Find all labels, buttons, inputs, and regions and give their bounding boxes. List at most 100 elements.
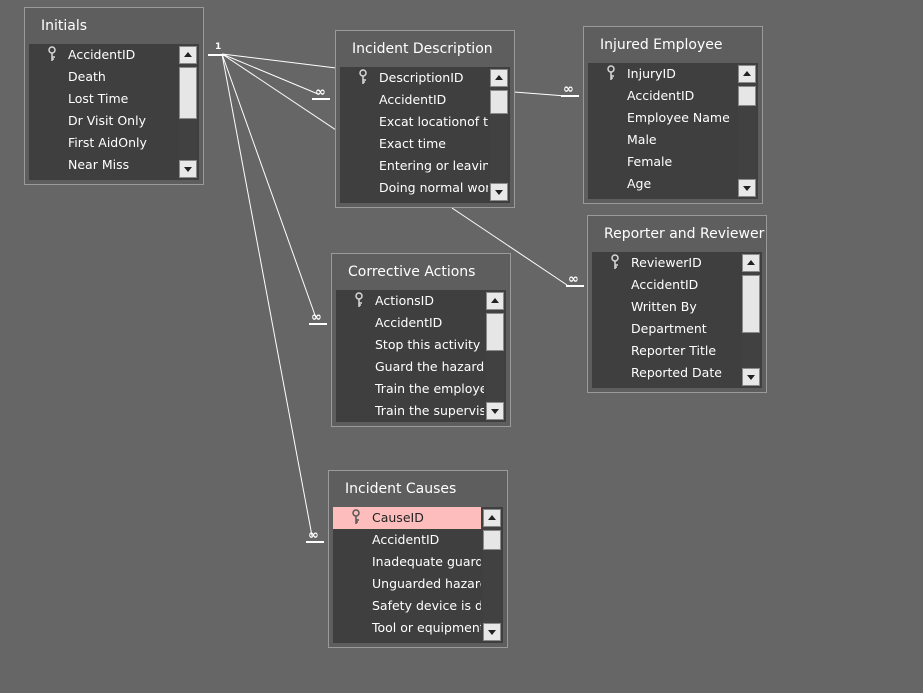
field-row[interactable]: Excat locationof the	[340, 111, 488, 133]
table-title[interactable]: Injured Employee	[600, 37, 723, 53]
field-row[interactable]: Exact time	[340, 133, 488, 155]
scroll-thumb[interactable]	[742, 275, 760, 333]
field-name: Guard the hazard	[375, 359, 484, 374]
field-row[interactable]: Entering or leaving	[340, 155, 488, 177]
scroll-up-button[interactable]	[490, 69, 508, 87]
scroll-thumb[interactable]	[179, 67, 197, 119]
field-row[interactable]: Employee Name	[588, 107, 736, 129]
table-title[interactable]: Corrective Actions	[348, 264, 476, 280]
field-row[interactable]: AccidentID	[588, 85, 736, 107]
field-row[interactable]: Reporter Title	[592, 340, 740, 362]
field-row[interactable]: Stop this activity	[336, 334, 484, 356]
field-row[interactable]: Written By	[592, 296, 740, 318]
field-row[interactable]: AccidentID	[336, 312, 484, 334]
table-title[interactable]: Reporter and Reviewer	[604, 226, 765, 242]
field-row[interactable]: Dr Visit Only	[29, 110, 177, 132]
field-row[interactable]: Doing normal work	[340, 177, 488, 199]
field-list-scrollbar[interactable]	[742, 254, 760, 386]
rel-initials-description-a[interactable]	[221, 53, 337, 69]
table-title[interactable]: Incident Description	[352, 41, 493, 57]
field-row[interactable]: Death	[29, 66, 177, 88]
field-row[interactable]: Tool or equipment	[333, 617, 481, 639]
field-row[interactable]: AccidentID	[333, 529, 481, 551]
field-list-scrollbar[interactable]	[483, 509, 501, 641]
scroll-up-button[interactable]	[483, 509, 501, 527]
field-row[interactable]: Reported Date	[592, 362, 740, 384]
field-row[interactable]: ReviewerID	[592, 252, 740, 274]
field-name: AccidentID	[68, 47, 136, 62]
field-row[interactable]: First AidOnly	[29, 132, 177, 154]
scroll-down-button[interactable]	[486, 402, 504, 420]
rel-initials-description-b[interactable]	[221, 53, 319, 95]
scroll-up-button[interactable]	[742, 254, 760, 272]
scroll-up-button[interactable]	[486, 292, 504, 310]
scroll-down-button[interactable]	[738, 179, 756, 197]
table-title[interactable]: Incident Causes	[345, 481, 457, 497]
scroll-up-button[interactable]	[179, 46, 197, 64]
field-row[interactable]: Near Miss	[29, 154, 177, 176]
field-list-scrollbar[interactable]	[179, 46, 197, 178]
field-row[interactable]: Safety device is def	[333, 595, 481, 617]
field-row[interactable]: Train the employee	[336, 378, 484, 400]
field-row[interactable]: CauseID	[333, 507, 481, 529]
key-icon	[611, 254, 619, 269]
rel-description-injured[interactable]	[513, 91, 567, 97]
field-row[interactable]: AccidentID	[29, 44, 177, 66]
table-title[interactable]: Initials	[41, 18, 88, 34]
scroll-thumb[interactable]	[490, 90, 508, 114]
field-row[interactable]: Female	[588, 151, 736, 173]
key-icon	[48, 46, 56, 61]
field-name: Department	[631, 321, 707, 336]
field-row[interactable]: AccidentID	[340, 89, 488, 111]
scroll-down-button[interactable]	[490, 183, 508, 201]
field-name: Written By	[631, 299, 697, 314]
scroll-thumb[interactable]	[486, 313, 504, 351]
field-row[interactable]: Male	[588, 129, 736, 151]
scroll-down-button[interactable]	[483, 623, 501, 641]
rel-initials-causes[interactable]	[221, 53, 313, 537]
scroll-down-button[interactable]	[742, 368, 760, 386]
field-list-scrollbar[interactable]	[738, 65, 756, 197]
many-cardinality-label: ∞	[308, 528, 319, 543]
scroll-up-arrow-icon	[495, 75, 503, 80]
field-name: ActionsID	[375, 293, 434, 308]
scroll-thumb[interactable]	[738, 86, 756, 106]
field-name: Death	[68, 69, 106, 84]
field-row[interactable]: Department	[592, 318, 740, 340]
many-cardinality-bar	[306, 541, 324, 543]
field-list-scrollbar[interactable]	[486, 292, 504, 420]
field-name: Inadequate guard	[372, 554, 481, 569]
field-row[interactable]: Inadequate guard	[333, 551, 481, 573]
field-list-scrollbar[interactable]	[490, 69, 508, 201]
scroll-up-button[interactable]	[738, 65, 756, 83]
scroll-down-button[interactable]	[179, 160, 197, 178]
rel-initials-corrective[interactable]	[221, 53, 317, 319]
field-row[interactable]: Train the superviso	[336, 400, 484, 422]
field-row[interactable]: Guard the hazard	[336, 356, 484, 378]
field-name: Safety device is def	[372, 598, 481, 613]
field-row[interactable]: Unguarded hazard	[333, 573, 481, 595]
field-row[interactable]: AccidentID	[592, 274, 740, 296]
field-row[interactable]: DescriptionID	[340, 67, 488, 89]
many-cardinality-bar	[561, 95, 579, 97]
field-name: Doing normal work	[379, 180, 488, 195]
scroll-thumb[interactable]	[483, 530, 501, 550]
field-row[interactable]: ActionsID	[336, 290, 484, 312]
field-row[interactable]: InjuryID	[588, 63, 736, 85]
field-row[interactable]: Lost Time	[29, 88, 177, 110]
field-row[interactable]: Age	[588, 173, 736, 195]
